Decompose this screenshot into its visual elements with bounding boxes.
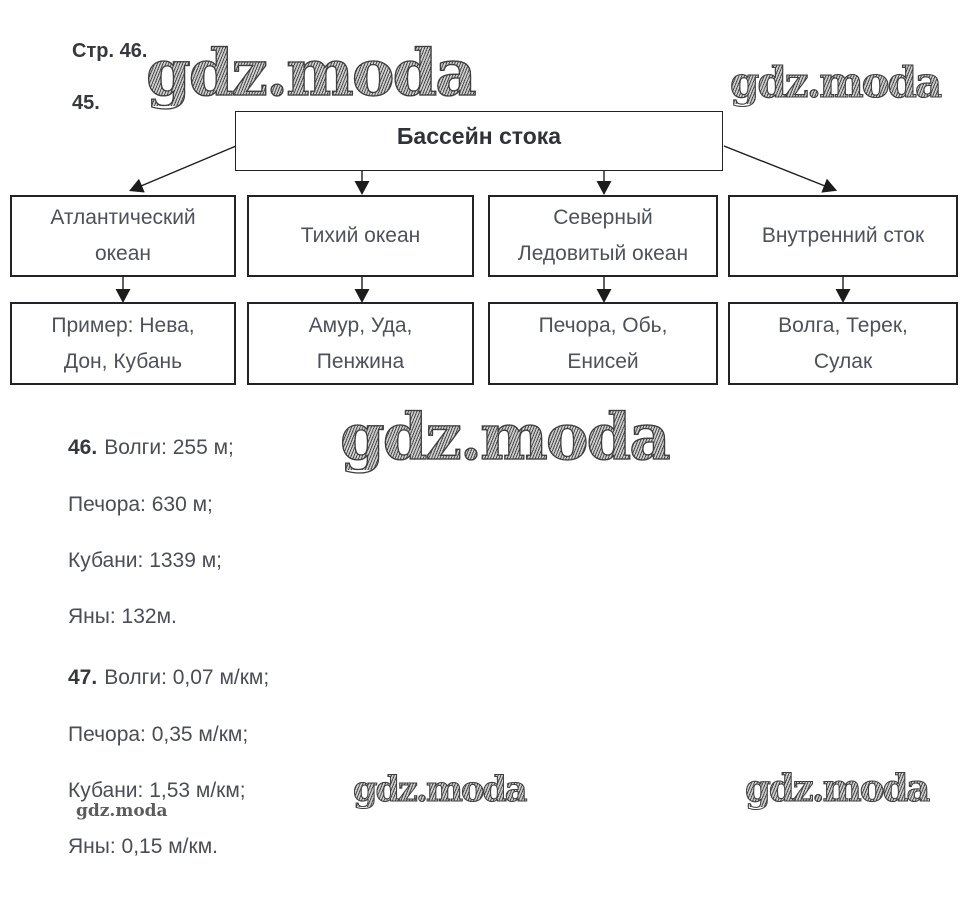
branch-box-internal: Внутренний сток <box>728 195 958 277</box>
answer-46-line-1: 46. Волги: 255 м; <box>68 436 234 460</box>
answer-text: Яны: 0,15 м/км. <box>68 835 218 858</box>
example-label-atlantic: Пример: Нева, Дон, Кубань <box>51 313 195 373</box>
answer-46-line-3: Кубани: 1339 м; <box>68 549 222 573</box>
answer-47-line-4: Яны: 0,15 м/км. <box>68 835 218 859</box>
answer-text: Кубани: 1,53 м/км; <box>68 779 246 802</box>
task-47-number: 47. <box>68 666 98 689</box>
arrow-root-to-atlantic <box>129 145 237 193</box>
answer-text: Яны: 132м. <box>68 605 177 628</box>
answer-47-line-1: 47. Волги: 0,07 м/км; <box>68 666 269 690</box>
watermark-top-right: gdz.moda <box>729 58 942 107</box>
root-box: Бассейн стока <box>235 111 723 171</box>
example-box-atlantic: Пример: Нева, Дон, Кубань <box>10 302 236 385</box>
example-box-internal: Волга, Терек, Сулак <box>728 302 958 385</box>
branch-label-arctic: Северный Ледовитый океан <box>517 206 689 265</box>
watermark-center: gdz.moda <box>339 400 671 475</box>
page-number-label: Стр. 46. <box>72 40 148 62</box>
example-box-arctic: Печора, Обь, Енисей <box>488 302 718 385</box>
answer-text: Печора: 0,35 м/км; <box>68 723 249 746</box>
task-46-number: 46. <box>68 436 98 459</box>
task-45-label: 45. <box>72 92 100 114</box>
watermark-small: gdz.moda <box>76 801 168 821</box>
arrow-root-to-internal <box>723 145 838 193</box>
example-label-pacific: Амур, Уда, Пенжина <box>308 313 413 373</box>
branch-box-pacific: Тихий океан <box>247 195 474 277</box>
watermark-top-left: gdz.moda <box>145 36 477 111</box>
watermark-bottom-right: gdz.moda <box>744 766 930 810</box>
answer-text: Волги: 0,07 м/км; <box>104 666 270 689</box>
example-label-internal: Волга, Терек, Сулак <box>778 313 908 373</box>
example-box-pacific: Амур, Уда, Пенжина <box>247 302 474 385</box>
answer-47-line-2: Печора: 0,35 м/км; <box>68 723 248 747</box>
root-box-label: Бассейн стока <box>396 123 562 149</box>
branch-box-atlantic: Атлантический океан <box>10 195 236 277</box>
answer-46-line-2: Печора: 630 м; <box>68 493 213 517</box>
watermark-bottom-left: gdz.moda <box>353 769 529 810</box>
branch-label-internal: Внутренний сток <box>761 224 925 247</box>
answer-46-line-4: Яны: 132м. <box>68 605 177 629</box>
answer-text: Кубани: 1339 м; <box>68 549 223 572</box>
branch-label-atlantic: Атлантический океан <box>50 206 196 265</box>
answer-text: Печора: 630 м; <box>68 493 213 516</box>
answer-47-line-3: Кубани: 1,53 м/км; <box>68 779 246 803</box>
branch-label-pacific: Тихий океан <box>300 224 421 247</box>
answer-text: Волги: 255 м; <box>104 436 234 459</box>
example-label-arctic: Печора, Обь, Енисей <box>538 313 668 373</box>
branch-box-arctic: Северный Ледовитый океан <box>488 195 718 277</box>
